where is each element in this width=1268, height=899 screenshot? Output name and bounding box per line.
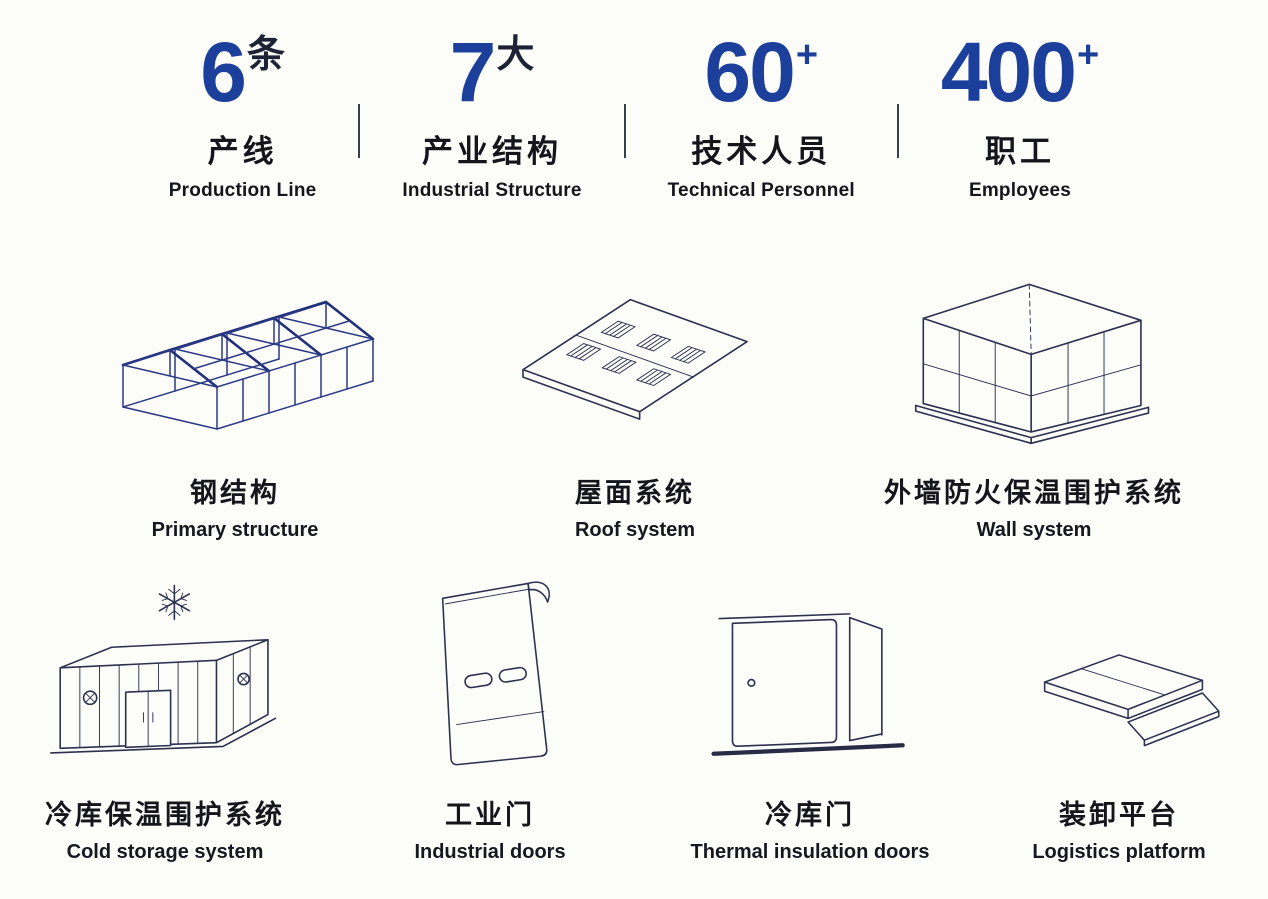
stat-label-cn: 职工 [985, 134, 1056, 169]
product-label-cn: 屋面系统 [575, 478, 695, 508]
product-roof-system: 屋面系统 Roof system [470, 244, 800, 542]
product-label-cn: 工业门 [445, 800, 535, 830]
wall-system-icon [906, 244, 1162, 449]
product-logistics-platform: 装卸平台 Logistics platform [970, 566, 1268, 864]
stat-suffix: + [1077, 34, 1100, 76]
thermal-door-icon [706, 566, 914, 771]
stat-suffix: 大 [496, 34, 535, 76]
product-label-cn: 钢结构 [190, 478, 280, 508]
product-label-cn: 冷库门 [765, 800, 855, 830]
stat-number: 6条 [200, 25, 285, 119]
stat-label-en: Production Line [168, 180, 317, 201]
products-row-2: 冷库保温围护系统 Cold storage system 工业门 Industr… [0, 566, 1268, 864]
logistics-platform-icon [1010, 566, 1228, 771]
product-label-en: Industrial doors [414, 841, 566, 863]
product-cold-storage: 冷库保温围护系统 Cold storage system [0, 566, 330, 864]
roof-system-icon [504, 244, 766, 449]
product-label-en: Roof system [574, 519, 696, 541]
stat-label-en: Employees [968, 180, 1072, 201]
steel-structure-icon [85, 244, 385, 449]
stat-suffix: + [795, 34, 819, 76]
stat-production-line: 6条 产线 Production Line [127, 30, 359, 202]
industrial-door-icon [411, 566, 569, 771]
product-thermal-door: 冷库门 Thermal insulation doors [650, 566, 970, 864]
stat-divider [358, 104, 361, 158]
product-label-en: Wall system [976, 519, 1092, 541]
product-label-en: Cold storage system [66, 841, 264, 863]
snowflake-icon [158, 584, 191, 620]
product-label-cn: 外墙防火保温围护系统 [884, 478, 1184, 508]
stat-technical-personnel: 60+ 技术人员 Technical Personnel [626, 30, 897, 202]
product-label-en: Primary structure [151, 519, 319, 541]
product-label-cn: 冷库保温围护系统 [45, 800, 285, 830]
product-label-cn: 装卸平台 [1059, 800, 1179, 830]
stat-divider [623, 104, 626, 158]
stat-industrial-structure: 7大 产业结构 Industrial Structure [360, 30, 623, 202]
stats-bar: 6条 产线 Production Line 7大 产业结构 Industrial… [0, 30, 1268, 202]
product-industrial-door: 工业门 Industrial doors [330, 566, 650, 864]
product-label-en: Logistics platform [1032, 841, 1206, 863]
stat-label-cn: 产业结构 [422, 134, 563, 169]
stat-label-en: Technical Personnel [667, 180, 855, 201]
stat-label-en: Industrial Structure [402, 180, 582, 201]
stat-number: 7大 [449, 25, 535, 119]
stat-employees: 400+ 职工 Employees [899, 30, 1141, 202]
stat-label-cn: 产线 [207, 134, 278, 169]
cold-storage-icon [34, 566, 296, 771]
product-label-en: Thermal insulation doors [690, 841, 930, 863]
stat-suffix: 条 [246, 34, 285, 76]
stat-number: 400+ [940, 25, 1100, 119]
stat-number: 60+ [704, 25, 819, 119]
stat-divider [896, 104, 899, 158]
products-row-1: 钢结构 Primary structure 屋面系统 Roof system [0, 244, 1268, 542]
product-primary-structure: 钢结构 Primary structure [0, 244, 470, 542]
product-wall-system: 外墙防火保温围护系统 Wall system [800, 244, 1268, 542]
stat-label-cn: 技术人员 [691, 134, 832, 169]
